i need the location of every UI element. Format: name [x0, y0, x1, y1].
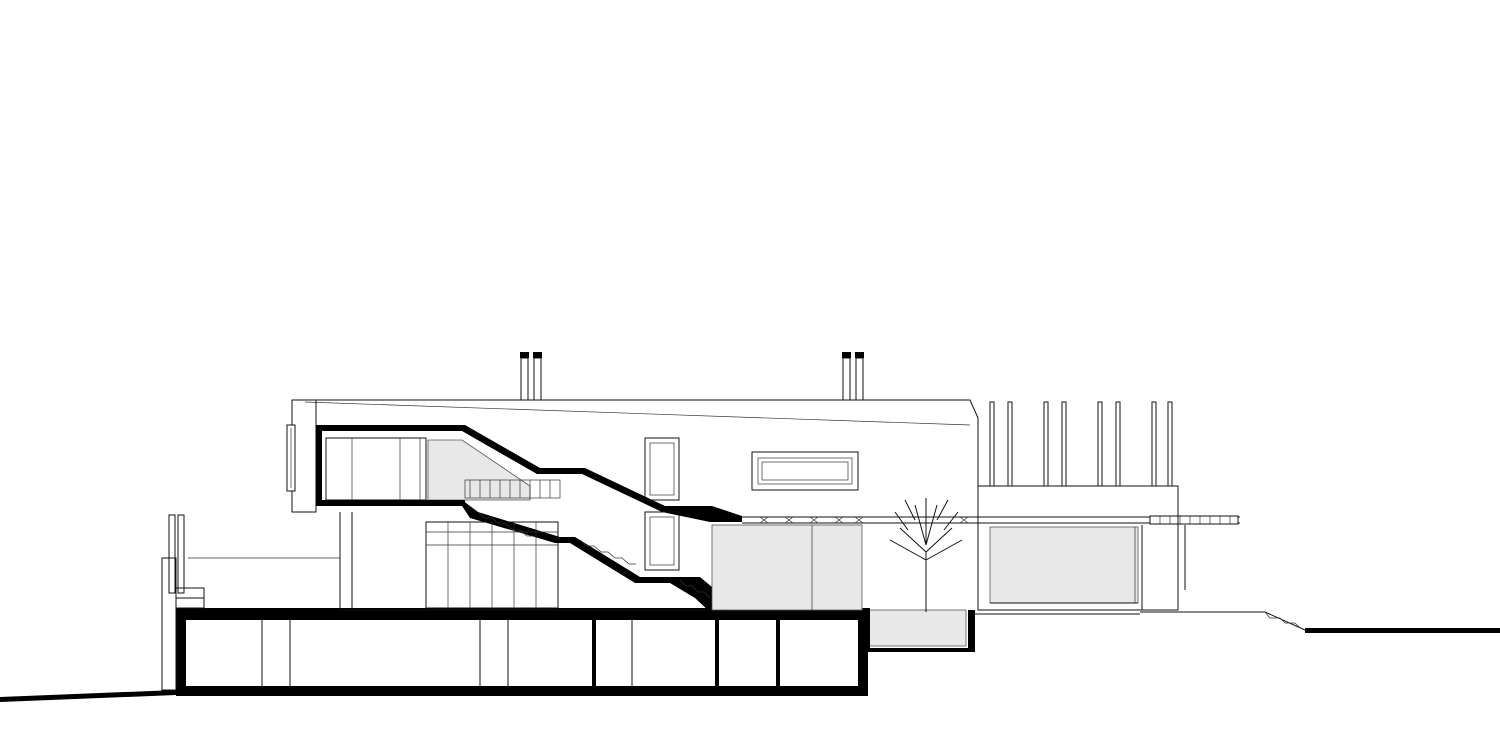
pergola-columns	[989, 401, 1173, 487]
left-chimneys	[161, 514, 340, 691]
right-pavilion	[977, 485, 1186, 611]
central-windows	[644, 437, 859, 571]
roof-chimneys	[520, 352, 864, 401]
basement-slab	[176, 608, 868, 696]
ground-line	[0, 611, 1500, 702]
upper-room-glazing	[325, 437, 561, 501]
pergola-beam	[742, 515, 1240, 525]
courtyard	[711, 524, 1140, 652]
courtyard-tree	[889, 498, 963, 612]
stair-section	[316, 425, 742, 612]
lower-glazing	[425, 521, 559, 609]
